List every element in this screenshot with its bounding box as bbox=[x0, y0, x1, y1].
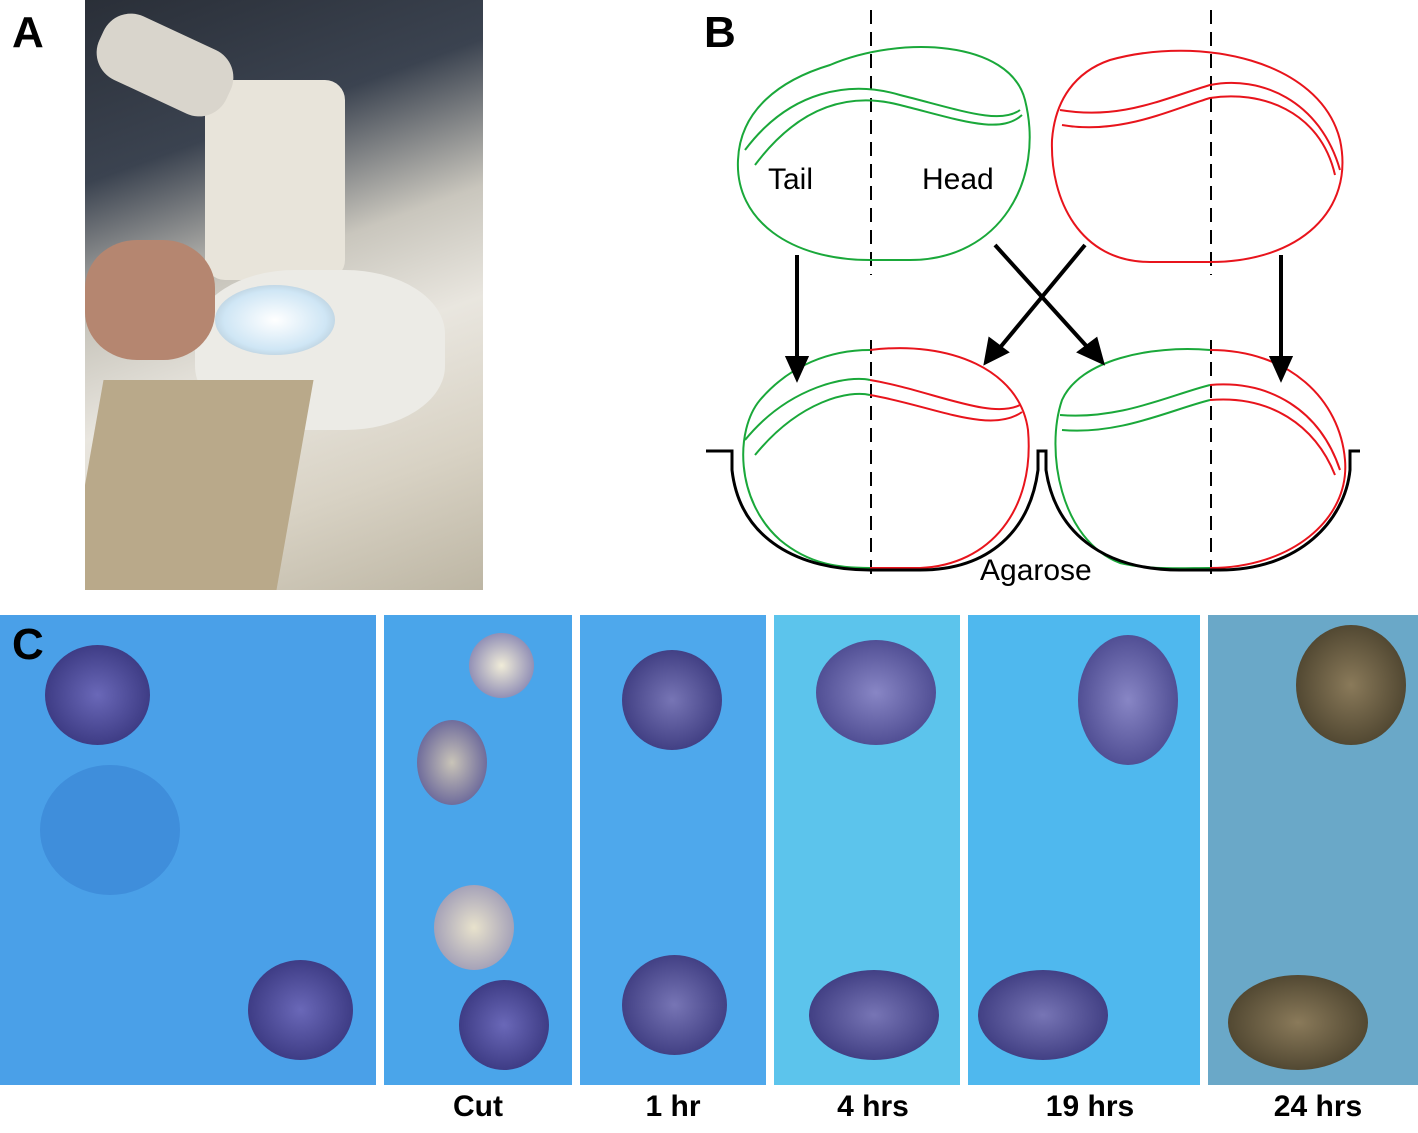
timepoint-label: 19 hrs bbox=[1045, 1090, 1135, 1123]
tail-label: Tail bbox=[768, 163, 813, 196]
embryo-shadow bbox=[40, 765, 180, 895]
photo-cut bbox=[384, 615, 572, 1085]
timepoint-label: 4 hrs bbox=[837, 1090, 909, 1123]
agarose-label: Agarose bbox=[980, 554, 1092, 587]
grafting-diagram: Tail Head Agarose bbox=[706, 10, 1360, 587]
timepoint-label: Cut bbox=[453, 1090, 503, 1123]
grafted-head-red bbox=[869, 347, 1030, 569]
microscope-body bbox=[205, 80, 345, 280]
red-embryo-neural-plate bbox=[1059, 81, 1341, 176]
head-label: Head bbox=[922, 163, 994, 196]
timepoint-label: 1 hr bbox=[645, 1090, 701, 1123]
photo-4hrs bbox=[774, 615, 960, 1085]
arrow-cross-icon bbox=[1076, 336, 1106, 366]
photo-19hrs bbox=[968, 615, 1200, 1085]
panel-label-b: B bbox=[704, 8, 736, 57]
panel-label-c: C bbox=[12, 620, 44, 669]
embryo bbox=[45, 645, 150, 745]
light-stage bbox=[215, 285, 335, 355]
green-embryo-neural-plate bbox=[744, 87, 1023, 166]
arrow-down-icon bbox=[784, 356, 810, 383]
timepoint-label: 24 hrs bbox=[1273, 1090, 1363, 1123]
hand bbox=[85, 240, 215, 360]
grafted-tail-green bbox=[742, 349, 871, 569]
photo-1hr bbox=[580, 615, 766, 1085]
photo-before bbox=[0, 615, 376, 1085]
green-embryo-outline bbox=[736, 46, 1031, 261]
microscope-photo bbox=[85, 0, 483, 590]
agarose-well bbox=[706, 449, 1360, 572]
panel-label-a: A bbox=[12, 8, 44, 57]
red-embryo-outline bbox=[1050, 49, 1344, 263]
arrow-cross-icon bbox=[983, 336, 1010, 366]
arrow-down-icon bbox=[1268, 356, 1294, 383]
photo-24hrs bbox=[1208, 615, 1418, 1085]
embryo bbox=[248, 960, 353, 1060]
